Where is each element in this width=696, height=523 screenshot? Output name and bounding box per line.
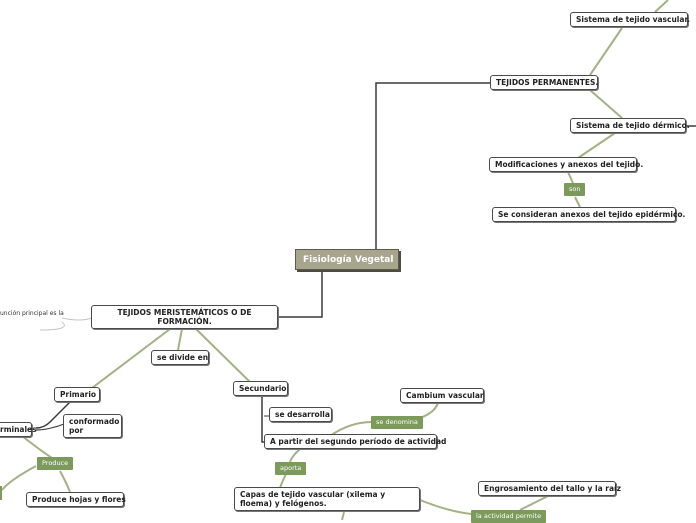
node-secundario[interactable]: Secundario — [233, 381, 288, 396]
node-terminales[interactable]: rminales — [0, 422, 37, 437]
partial-node-left-edge — [0, 486, 2, 500]
node-meristematicos[interactable]: TEJIDOS MERISTEMÁTICOS O DE FORMACIÓN. — [91, 305, 278, 329]
central-topic[interactable]: Fisiología Vegetal — [295, 249, 399, 270]
line-segundo-aporta — [289, 448, 301, 463]
line-permanentes-vascular — [589, 27, 623, 76]
node-cambium[interactable]: Cambium vascular — [400, 388, 484, 403]
line-permanentes-dermico — [589, 89, 623, 119]
node-primario[interactable]: Primario — [54, 387, 100, 402]
line-merist-divide — [177, 328, 183, 351]
node-modificaciones[interactable]: Modificaciones y anexos del tejido. — [489, 157, 643, 172]
line-son-anexos — [574, 196, 581, 208]
line-produce-left — [1, 465, 37, 491]
line-terminales-conformado — [35, 423, 65, 431]
node-sistema-vascular[interactable]: Sistema de tejido vascular. — [570, 12, 690, 27]
line-capas-actividad — [419, 499, 473, 515]
connector-se-denomina[interactable]: se denomina — [371, 416, 423, 429]
connector-aporta[interactable]: aporta — [275, 462, 307, 475]
node-tejidos-permanentes[interactable]: TEJIDOS PERMANENTES. — [490, 75, 598, 90]
line-dermico-modificaciones — [577, 132, 616, 159]
line-modificaciones-son — [567, 171, 574, 184]
line-side-text — [39, 317, 93, 331]
line-capas-down — [341, 511, 345, 520]
line-central-to-meristematicos — [279, 271, 323, 318]
node-conformado-por[interactable]: conformado por — [63, 414, 122, 438]
line-merist-secundario — [195, 328, 251, 383]
node-produce-hojas[interactable]: Produce hojas y flores — [26, 492, 126, 507]
line-aporta-capas — [279, 473, 287, 489]
node-se-divide-en[interactable]: se divide en — [151, 350, 209, 365]
line-merist-primario — [91, 328, 171, 389]
line-primario-terminales — [35, 401, 71, 429]
connector-produce[interactable]: Produce — [37, 457, 74, 470]
node-segundo-periodo[interactable]: A partir del segundo período de activida… — [264, 434, 446, 449]
line-segundo-denomina — [329, 421, 373, 437]
node-anexos[interactable]: Se consideran anexos del tejido epidérmi… — [492, 207, 685, 222]
line-produce-hojas — [59, 470, 71, 493]
node-se-desarrolla[interactable]: se desarrolla — [269, 407, 332, 422]
node-sistema-dermico[interactable]: Sistema de tejido dérmico. — [570, 118, 690, 133]
node-engrosamiento[interactable]: Engrosamiento del tallo y la raíz — [478, 481, 621, 496]
node-capas[interactable]: Capas de tejido vascular (xilema y floem… — [234, 487, 420, 511]
line-actividad-engrosamiento — [519, 495, 549, 511]
connector-son[interactable]: son — [564, 183, 586, 196]
line-terminales-produce — [21, 435, 53, 459]
line-central-to-permanentes — [375, 82, 490, 249]
connector-actividad-permite[interactable]: la actividad permite — [471, 510, 547, 523]
side-text-funcion: unción principal es la — [0, 310, 64, 317]
line-vascular-top — [654, 0, 669, 13]
